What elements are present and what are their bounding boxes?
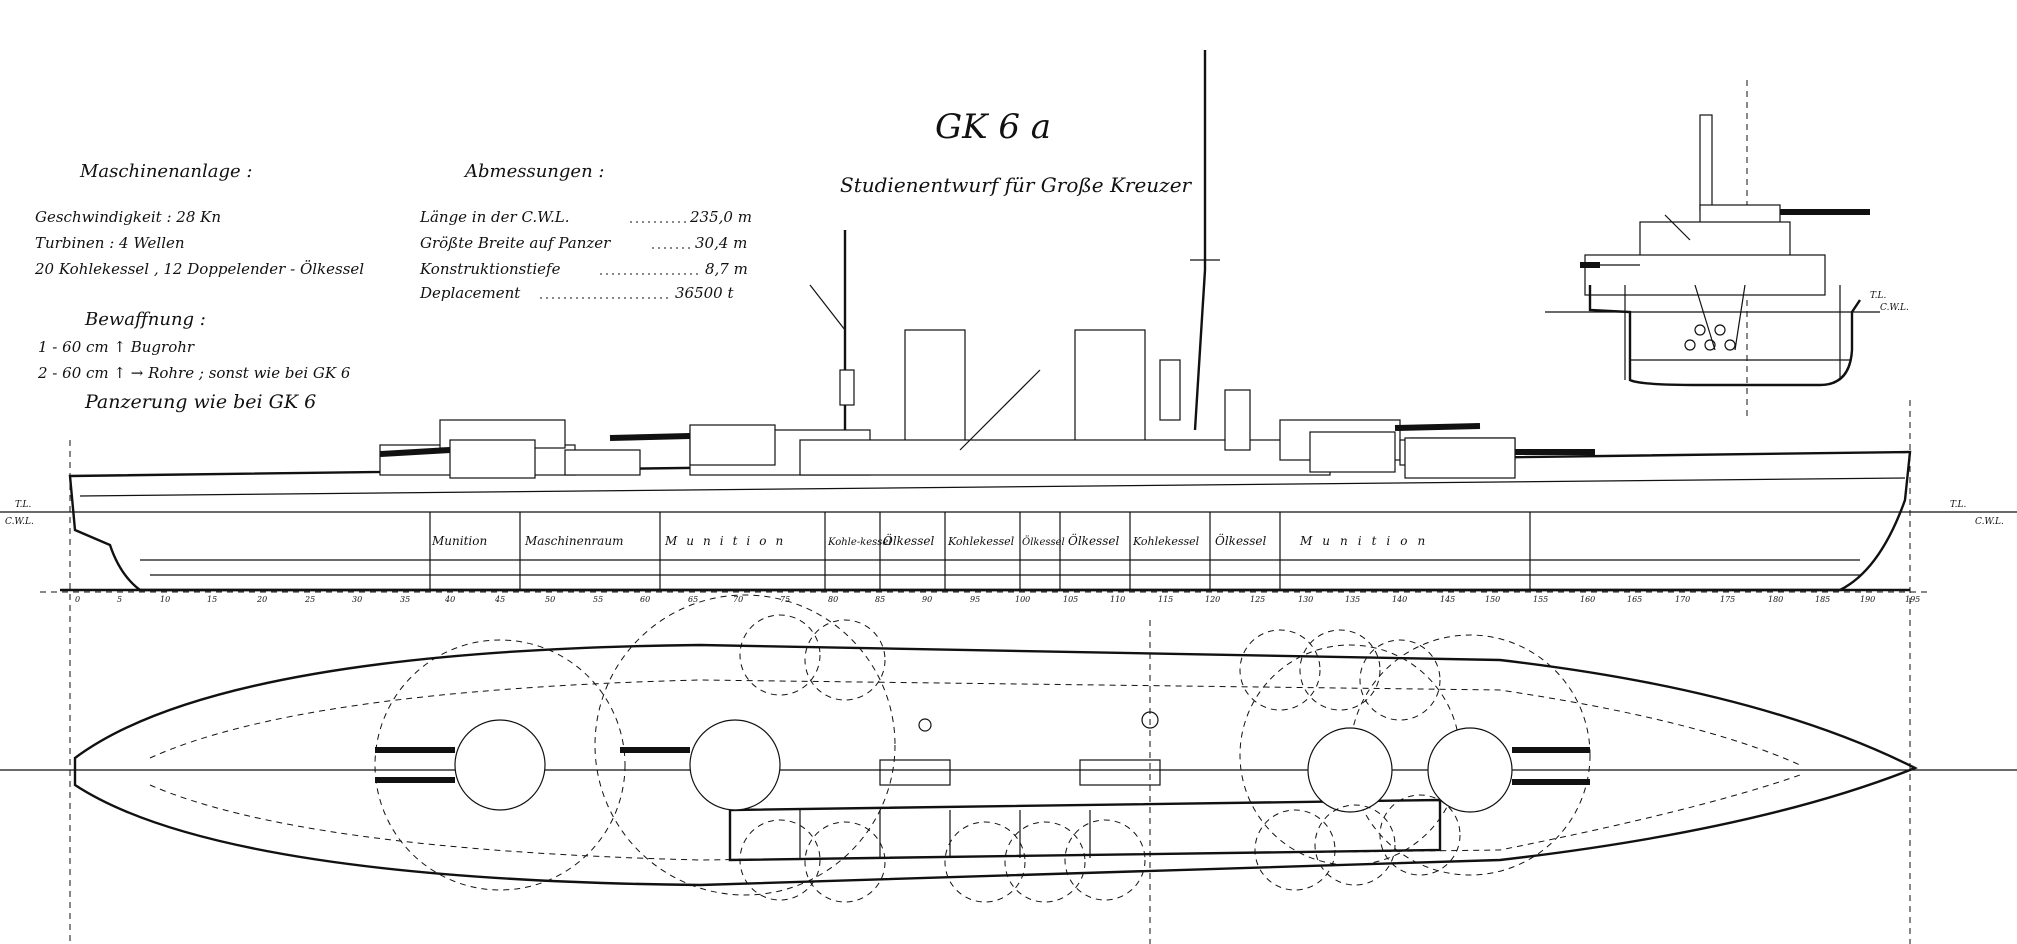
frame-number: 85 (875, 595, 885, 604)
turret-c (1309, 423, 1481, 473)
frame-number: 145 (1440, 595, 1455, 604)
frame-number: 60 (640, 595, 650, 604)
frame-number: 155 (1533, 595, 1548, 604)
frame-number: 165 (1627, 595, 1642, 604)
compartment-label: Ölkessel (1215, 532, 1266, 548)
frame-number: 120 (1205, 595, 1220, 604)
compartment-label: Munition (431, 534, 487, 548)
compartment-label: Kohlekessel (947, 535, 1015, 548)
dimension-label-beam: Größte Breite auf Panzer (420, 234, 611, 252)
frame-number: 75 (780, 595, 790, 604)
turret-a (379, 439, 536, 479)
turret-b (609, 424, 776, 466)
frame-number: 170 (1675, 595, 1690, 604)
frame-number: 70 (733, 595, 743, 604)
dimension-row-displacement: Deplacement 36500 t (419, 284, 734, 302)
drawing-title: GK 6 a (935, 107, 1051, 147)
dimension-row-depth: Konstruktionstiefe 8,7 m (419, 260, 748, 278)
midship-cross-section: T.L. C.W.L. (1545, 80, 1909, 420)
frame-number: 45 (494, 595, 505, 604)
compartment-label: Ölkessel (883, 532, 934, 548)
compartment-label: Ölkessel (1068, 532, 1119, 548)
section-label-tl: T.L. (1870, 291, 1887, 301)
frame-number: 10 (160, 595, 170, 604)
frame-number: 30 (352, 595, 362, 604)
frame-number: 190 (1860, 595, 1875, 604)
dimension-label-displacement: Deplacement (419, 284, 521, 302)
turret-plan-a (375, 719, 546, 811)
turret-d (1404, 437, 1595, 479)
frame-scale: 0 5 10 15 20 25 30 35 40 45 50 55 60 65 … (40, 591, 1930, 604)
frame-number: 40 (444, 595, 455, 604)
frame-number: 90 (922, 595, 932, 604)
compartment-label: Kohle-kessel (827, 537, 892, 548)
machinery-line-speed: Geschwindigkeit : 28 Kn (35, 208, 221, 226)
armament-line-tubes: 2 - 60 cm ↑ → Rohre ; sonst wie bei GK 6 (37, 364, 351, 382)
waterline-label-right-cwl: C.W.L. (1975, 517, 2004, 527)
frame-number: 185 (1815, 595, 1830, 604)
frame-number: 140 (1392, 595, 1407, 604)
machinery-line-boilers: 20 Kohlekessel , 12 Doppelender - Ölkess… (34, 260, 364, 278)
armour-note: Panzerung wie bei GK 6 (84, 391, 316, 413)
dimension-value-beam: 30,4 m (695, 234, 747, 252)
turret-plan-c (1307, 727, 1393, 813)
frame-number: 65 (688, 595, 698, 604)
plan-view (0, 594, 2017, 903)
frame-number: 130 (1298, 595, 1313, 604)
dimension-value-depth: 8,7 m (705, 260, 748, 278)
frame-number: 135 (1345, 595, 1360, 604)
frame-number: 20 (256, 595, 267, 604)
dimension-value-displacement: 36500 t (675, 284, 734, 302)
dimensions-heading: Abmessungen : (463, 161, 604, 182)
frame-number: 15 (207, 595, 217, 604)
frame-number: 125 (1250, 595, 1265, 604)
frame-number: 25 (304, 595, 315, 604)
frame-number: 100 (1015, 595, 1030, 604)
waterline-label-right-tl: T.L. (1950, 500, 1967, 510)
machinery-line-turbines: Turbinen : 4 Wellen (35, 234, 185, 252)
frame-number: 50 (545, 595, 555, 604)
drawing-subtitle: Studienentwurf für Große Kreuzer (840, 173, 1193, 197)
compartment-label: Kohlekessel (1132, 535, 1200, 548)
side-elevation: T.L. C.W.L. T.L. C.W.L. Munition Masch (0, 50, 2017, 592)
turret-plan-d (1427, 727, 1590, 813)
compartment-label: Maschinenraum (524, 534, 623, 548)
frame-number: 115 (1158, 595, 1173, 604)
frame-number: 55 (593, 595, 603, 604)
frame-number: 110 (1110, 595, 1125, 604)
armament-line-bow-tube: 1 - 60 cm ↑ Bugrohr (38, 338, 195, 356)
dimension-row-beam: Größte Breite auf Panzer 30,4 m (420, 234, 747, 252)
frame-number: 105 (1063, 595, 1078, 604)
frame-number: 175 (1720, 595, 1735, 604)
compartment-label: Munition (664, 534, 792, 548)
frame-number: 35 (400, 595, 410, 604)
turret-plan-b (620, 719, 781, 811)
frame-number: 5 (117, 595, 122, 604)
frame-number: 180 (1768, 595, 1783, 604)
frame-number: 195 (1905, 595, 1920, 604)
compartment-label: Ölkessel (1022, 536, 1065, 548)
frame-number: 160 (1580, 595, 1595, 604)
compartment-label: Munition (1299, 534, 1435, 548)
frame-number: 150 (1485, 595, 1500, 604)
compartment-dividers (429, 512, 1531, 590)
dimension-value-length: 235,0 m (689, 208, 752, 226)
frame-number: 80 (828, 595, 838, 604)
machinery-heading: Maschinenanlage : (79, 161, 252, 182)
frame-number: 0 (75, 595, 80, 604)
section-label-cwl: C.W.L. (1880, 303, 1909, 313)
waterline-label-left-cwl: C.W.L. (5, 517, 34, 527)
armament-heading: Bewaffnung : (84, 309, 206, 330)
dimension-label-depth: Konstruktionstiefe (419, 260, 561, 278)
frame-number: 95 (970, 595, 980, 604)
dimension-label-length: Länge in der C.W.L. (419, 208, 569, 226)
dimension-row-length: Länge in der C.W.L. 235,0 m (419, 208, 752, 226)
waterline-label-left-tl: T.L. (15, 500, 32, 510)
